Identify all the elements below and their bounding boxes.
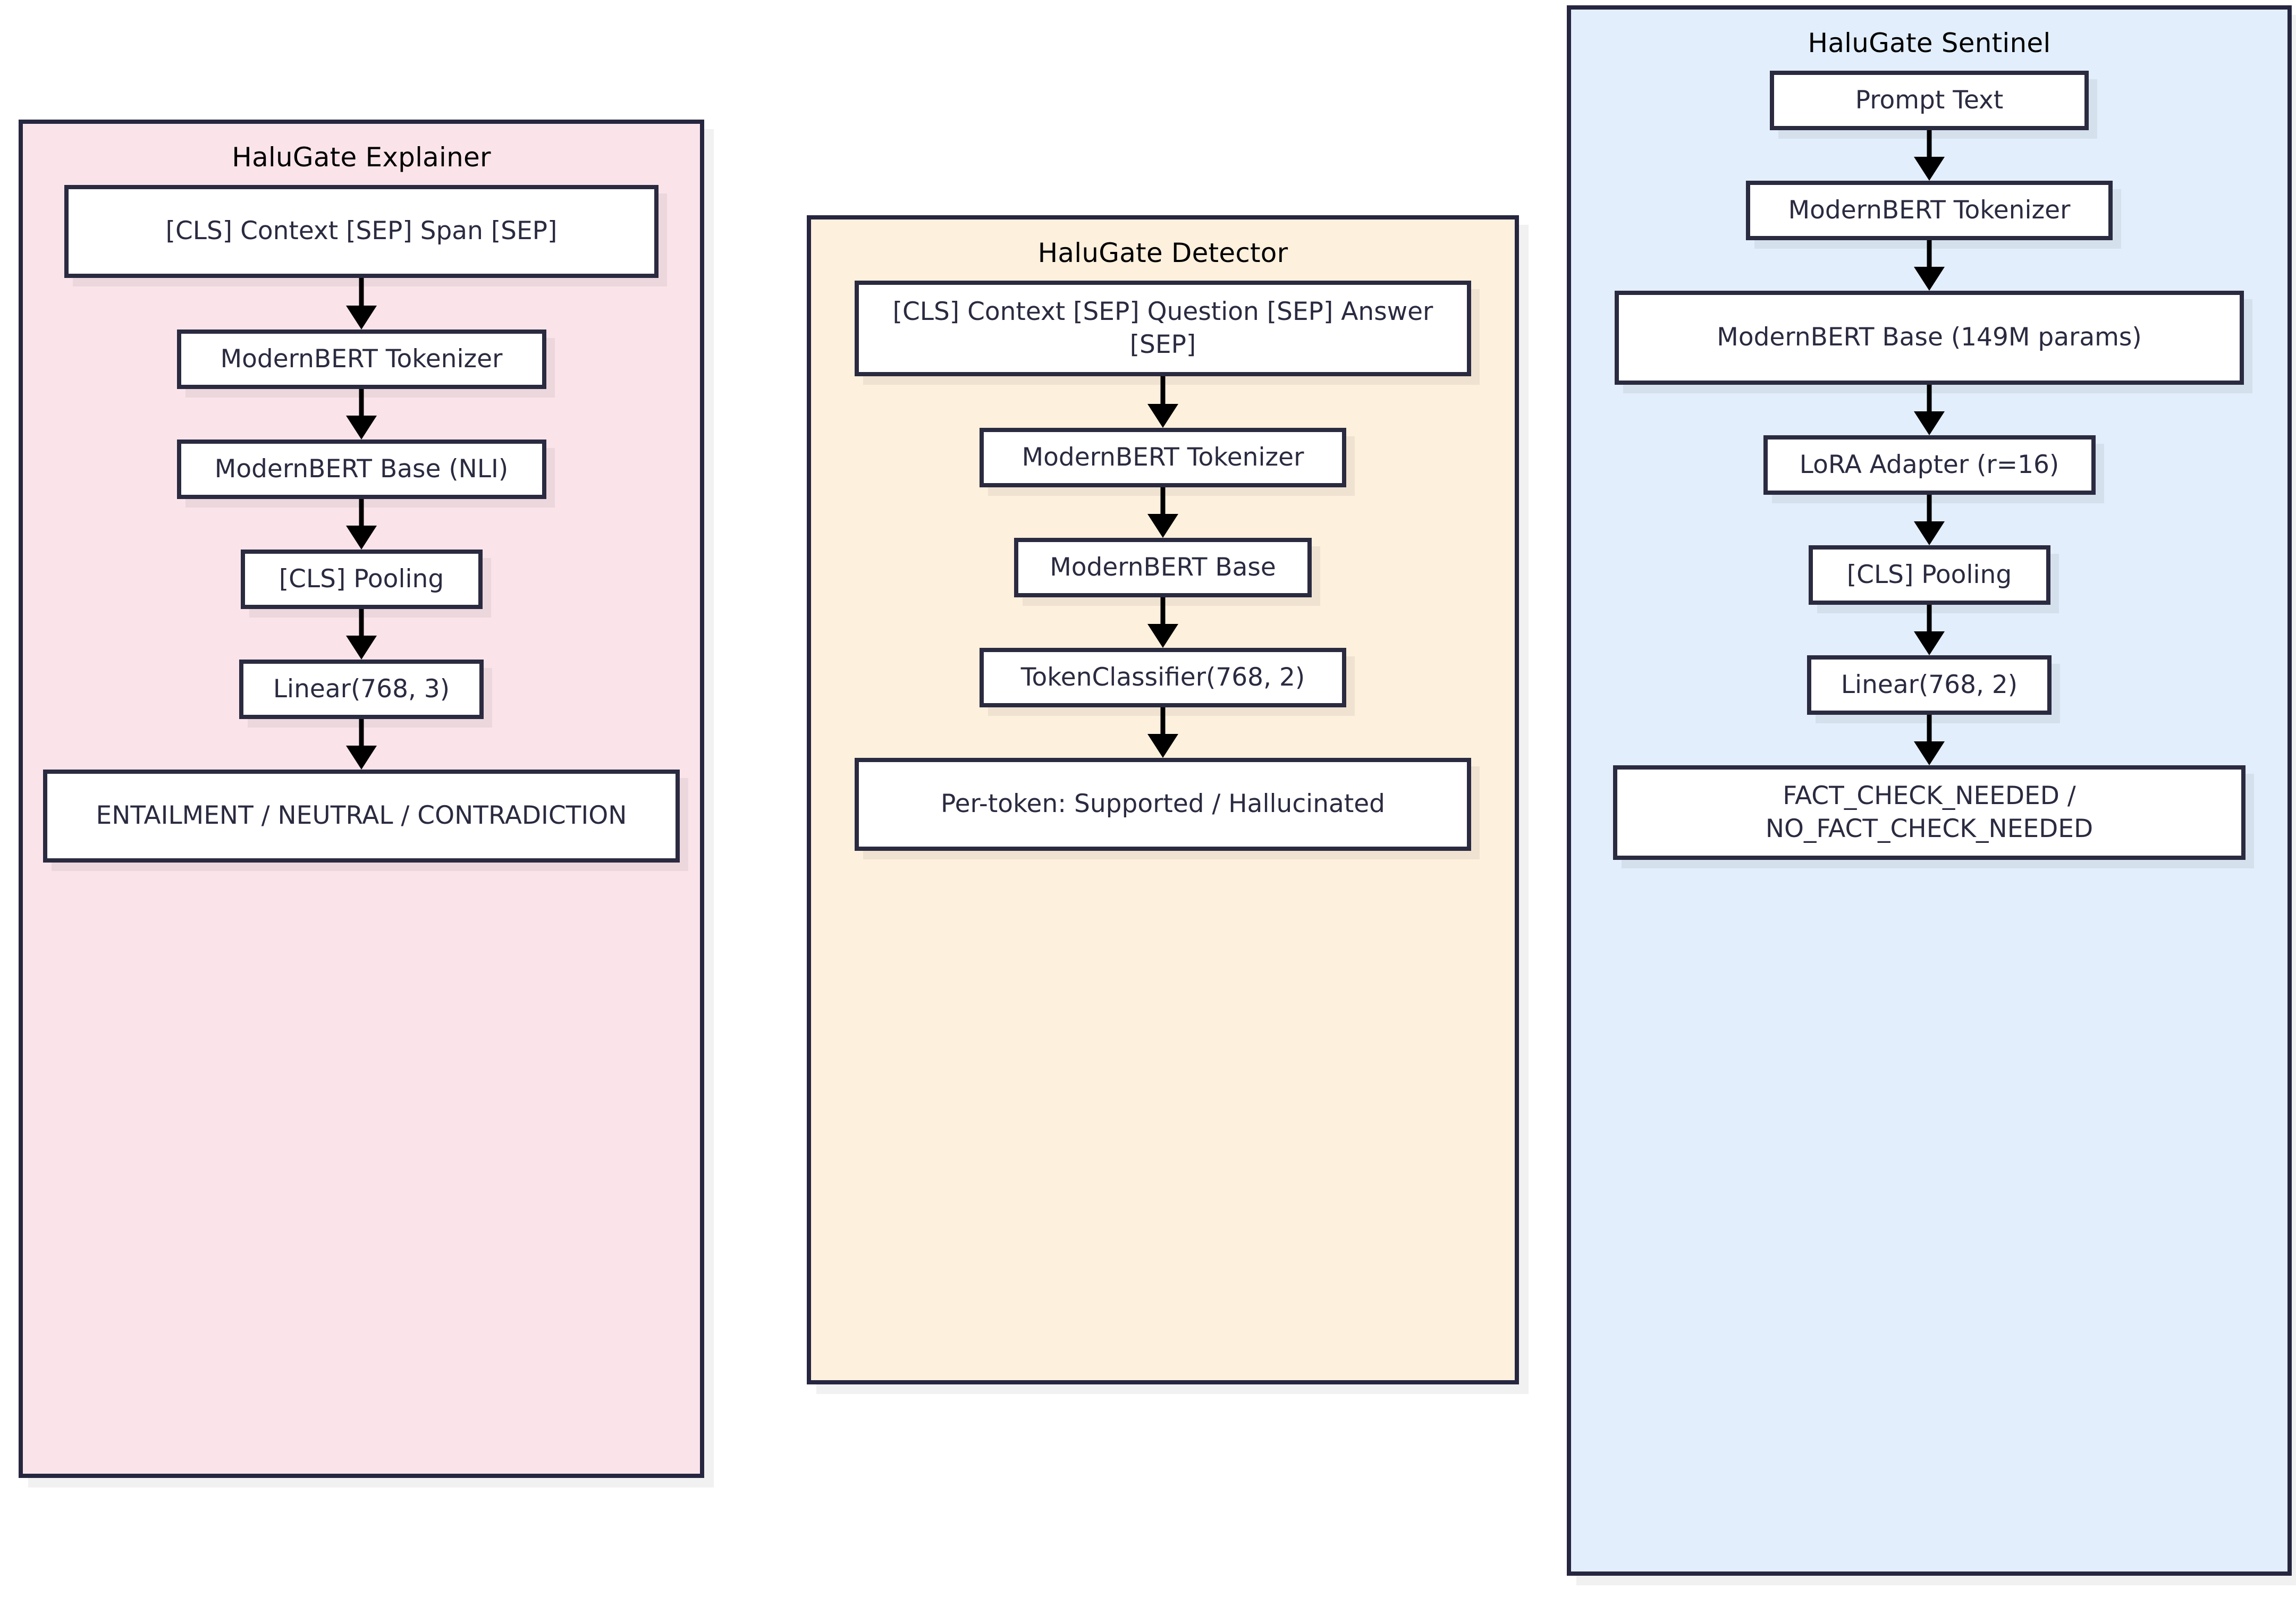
arrow-det-tokenizer-to-base xyxy=(1147,487,1178,538)
node-det-tokenizer[interactable]: ModernBERT Tokenizer xyxy=(980,428,1346,487)
subgraph-halugate-explainer: HaluGate Explainer [CLS] Context [SEP] S… xyxy=(19,120,704,1478)
flow-detector: [CLS] Context [SEP] Question [SEP] Answe… xyxy=(811,273,1515,1380)
arrow-sen-base-to-lora xyxy=(1914,385,1945,435)
node-label: [CLS] Pooling xyxy=(278,564,444,594)
flow-explainer: [CLS] Context [SEP] Span [SEP] ModernBER… xyxy=(23,178,700,1474)
node-label: ModernBERT Tokenizer xyxy=(1788,195,2071,225)
node-exp-linear[interactable]: Linear(768, 3) xyxy=(239,660,484,719)
subgraph-title-detector: HaluGate Detector xyxy=(1037,238,1288,268)
subgraph-halugate-sentinel: HaluGate Sentinel Prompt Text ModernBERT… xyxy=(1567,5,2292,1576)
arrow-sen-tokenizer-to-base xyxy=(1914,240,1945,291)
node-label: TokenClassifier(768, 2) xyxy=(1020,662,1305,692)
flow-sentinel: Prompt Text ModernBERT Tokenizer ModernB… xyxy=(1571,63,2287,1571)
node-exp-input[interactable]: [CLS] Context [SEP] Span [SEP] xyxy=(64,185,659,278)
node-sen-base[interactable]: ModernBERT Base (149M params) xyxy=(1615,291,2244,385)
arrow-det-input-to-tokenizer xyxy=(1147,376,1178,428)
arrow-det-classifier-to-output xyxy=(1147,707,1178,758)
node-label: ModernBERT Base (149M params) xyxy=(1717,323,2142,352)
node-label: Prompt Text xyxy=(1855,85,2004,115)
arrow-exp-input-to-tokenizer xyxy=(346,278,377,329)
subgraph-halugate-detector: HaluGate Detector [CLS] Context [SEP] Qu… xyxy=(807,215,1519,1384)
node-label: Per-token: Supported / Hallucinated xyxy=(940,789,1386,819)
arrow-sen-lora-to-pooling xyxy=(1914,495,1945,545)
node-label: ModernBERT Tokenizer xyxy=(1022,442,1304,472)
node-sen-output[interactable]: FACT_CHECK_NEEDED / NO_FACT_CHECK_NEEDED xyxy=(1613,765,2246,860)
arrow-exp-base-to-pooling xyxy=(346,499,377,550)
node-sen-prompt[interactable]: Prompt Text xyxy=(1770,71,2089,130)
node-sen-tokenizer[interactable]: ModernBERT Tokenizer xyxy=(1746,181,2113,240)
arrow-sen-linear-to-output xyxy=(1914,715,1945,765)
arrow-exp-linear-to-output xyxy=(346,719,377,770)
arrow-sen-pooling-to-linear xyxy=(1914,605,1945,655)
node-exp-base[interactable]: ModernBERT Base (NLI) xyxy=(176,440,546,499)
node-sen-pooling[interactable]: [CLS] Pooling xyxy=(1808,545,2050,605)
node-exp-pooling[interactable]: [CLS] Pooling xyxy=(240,550,483,609)
subgraph-title-sentinel: HaluGate Sentinel xyxy=(1808,28,2051,58)
node-exp-output[interactable]: ENTAILMENT / NEUTRAL / CONTRADICTION xyxy=(43,770,680,863)
arrow-exp-tokenizer-to-base xyxy=(346,389,377,440)
node-det-input[interactable]: [CLS] Context [SEP] Question [SEP] Answe… xyxy=(855,281,1471,376)
node-label: ModernBERT Base xyxy=(1050,552,1276,582)
node-label: [CLS] Context [SEP] Question [SEP] Answe… xyxy=(892,297,1433,359)
node-exp-tokenizer[interactable]: ModernBERT Tokenizer xyxy=(176,329,546,389)
node-label: Linear(768, 2) xyxy=(1841,670,2018,699)
subgraph-title-explainer: HaluGate Explainer xyxy=(232,142,491,173)
node-label: [CLS] Context [SEP] Span [SEP] xyxy=(165,216,558,246)
node-label: [CLS] Pooling xyxy=(1846,560,2012,589)
arrow-det-base-to-classifier xyxy=(1147,597,1178,648)
node-label: ModernBERT Base (NLI) xyxy=(214,454,509,484)
node-label: FACT_CHECK_NEEDED / NO_FACT_CHECK_NEEDED xyxy=(1765,781,2094,843)
arrow-sen-prompt-to-tokenizer xyxy=(1914,130,1945,181)
arrow-exp-pooling-to-linear xyxy=(346,609,377,660)
node-det-classifier[interactable]: TokenClassifier(768, 2) xyxy=(980,648,1346,707)
node-label: Linear(768, 3) xyxy=(273,674,450,704)
node-det-output[interactable]: Per-token: Supported / Hallucinated xyxy=(855,758,1471,851)
node-sen-linear[interactable]: Linear(768, 2) xyxy=(1807,655,2052,715)
node-label: ModernBERT Tokenizer xyxy=(220,344,503,374)
node-sen-lora[interactable]: LoRA Adapter (r=16) xyxy=(1763,435,2096,495)
node-label: ENTAILMENT / NEUTRAL / CONTRADICTION xyxy=(96,801,627,831)
node-label: LoRA Adapter (r=16) xyxy=(1799,450,2059,479)
node-det-base[interactable]: ModernBERT Base xyxy=(1014,538,1312,597)
